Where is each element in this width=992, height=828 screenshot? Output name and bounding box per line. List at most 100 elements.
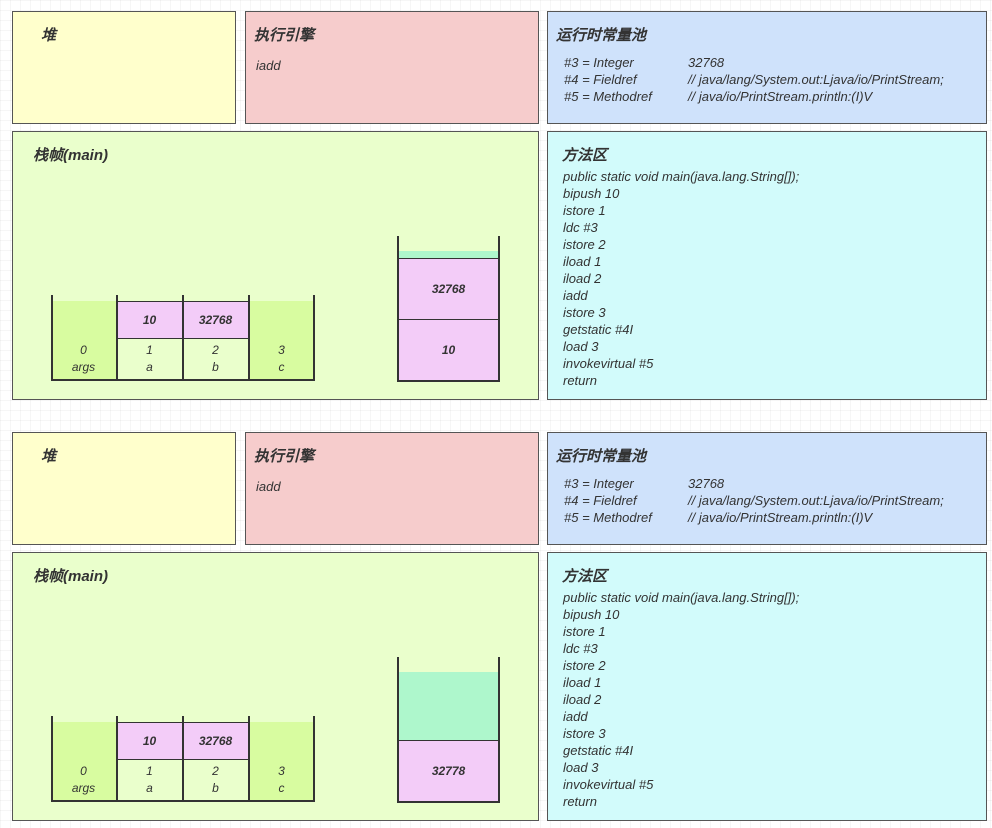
heap-title: 堆 — [41, 448, 57, 465]
slot-name: b — [212, 781, 219, 795]
slot-index: 3 — [278, 764, 285, 778]
frame-title: 栈帧(main) — [33, 568, 109, 585]
stack-wall — [498, 657, 500, 803]
operand-stack: 32768 10 — [397, 236, 500, 382]
execution-engine-panel: 执行引擎 iadd — [245, 11, 539, 124]
method-title: 方法区 — [562, 568, 608, 585]
bytecode-listing: public static void main(java.lang.String… — [563, 589, 799, 810]
slot-name: args — [71, 360, 96, 374]
slot-divider — [116, 716, 118, 802]
bytecode-line: ldc #3 — [563, 641, 598, 656]
pool-key: #3 = Integer — [564, 55, 634, 70]
pool-key: #4 = Fieldref — [564, 493, 637, 508]
slot-divider — [248, 716, 250, 802]
slot-index: 1 — [146, 764, 153, 778]
method-area-panel: 方法区 public static void main(java.lang.St… — [547, 131, 987, 400]
slot-name: a — [146, 781, 153, 795]
pool-key: #5 = Methodref — [564, 89, 652, 104]
bytecode-line: istore 2 — [563, 237, 606, 252]
bytecode-line: istore 1 — [563, 624, 606, 639]
bytecode-line: istore 2 — [563, 658, 606, 673]
slot-name: a — [146, 360, 153, 374]
bytecode-line: iload 2 — [563, 692, 602, 707]
stack-wall — [498, 236, 500, 382]
bytecode-line: invokevirtual #5 — [563, 777, 654, 792]
stack-base — [397, 801, 500, 803]
pool-value: // java/lang/System.out:Ljava/io/PrintSt… — [688, 493, 944, 508]
slot-index: 0 — [80, 764, 87, 778]
stack-cell: 32778 — [399, 740, 498, 801]
stack-base — [397, 380, 500, 382]
bytecode-line: bipush 10 — [563, 607, 620, 622]
pool-value: // java/io/PrintStream.println:(I)V — [688, 89, 873, 104]
heap-panel: 堆 — [12, 432, 236, 545]
local-slot-1: 10 1 a — [117, 295, 182, 381]
constant-pool-panel: 运行时常量池 #3 = Integer 32768 #4 = Fieldref //… — [547, 11, 987, 124]
engine-instruction: iadd — [256, 58, 281, 73]
bytecode-line: public static void main(java.lang.String… — [563, 590, 800, 605]
bytecode-listing: public static void main(java.lang.String… — [563, 168, 799, 389]
slot-divider — [51, 716, 53, 802]
local-variable-table: 0 args 10 1 a 32768 2 b 3 c — [51, 295, 315, 383]
stack-cell: 10 — [399, 319, 498, 380]
table-base — [51, 379, 315, 381]
bytecode-line: load 3 — [563, 760, 599, 775]
pool-row: #5 = Methodref // java/io/PrintStream.pri… — [564, 510, 872, 525]
bytecode-line: invokevirtual #5 — [563, 356, 654, 371]
stack-wall — [397, 657, 399, 803]
engine-title: 执行引擎 — [254, 27, 315, 44]
local-slot-2: 32768 2 b — [183, 716, 248, 802]
stack-free-space — [399, 251, 498, 259]
pool-title: 运行时常量池 — [556, 27, 647, 44]
slot-index: 0 — [80, 343, 87, 357]
bytecode-line: load 3 — [563, 339, 599, 354]
frame-title: 栈帧(main) — [33, 147, 109, 164]
local-slot-0: 0 args — [51, 716, 116, 802]
heap-panel: 堆 — [12, 11, 236, 124]
pool-value: 32768 — [688, 476, 725, 491]
stack-wall — [397, 236, 399, 382]
bytecode-line: istore 1 — [563, 203, 606, 218]
slot-divider — [182, 295, 184, 381]
heap-title: 堆 — [41, 27, 57, 44]
engine-instruction: iadd — [256, 479, 281, 494]
pool-value: // java/io/PrintStream.println:(I)V — [688, 510, 873, 525]
slot-divider — [313, 716, 315, 802]
slot-divider — [116, 295, 118, 381]
bytecode-line: istore 3 — [563, 305, 606, 320]
slot-divider — [182, 716, 184, 802]
stack-free-space — [399, 672, 498, 740]
slot-index: 2 — [212, 343, 219, 357]
local-slot-0: 0 args — [51, 295, 116, 381]
slot-index: 1 — [146, 343, 153, 357]
stack-frame-panel: 栈帧(main) 0 args 10 1 a 32768 2 b 3 c — [12, 552, 539, 821]
pool-key: #4 = Fieldref — [564, 72, 637, 87]
pool-value: // java/lang/System.out:Ljava/io/PrintSt… — [688, 72, 944, 87]
stack-frame-panel: 栈帧(main) 0 args 10 1 a 32768 2 b 3 c — [12, 131, 539, 400]
engine-title: 执行引擎 — [254, 448, 315, 465]
slot-name: b — [212, 360, 219, 374]
local-variable-table: 0 args 10 1 a 32768 2 b 3 c — [51, 716, 315, 804]
slot-index: 3 — [278, 343, 285, 357]
bytecode-line: public static void main(java.lang.String… — [563, 169, 800, 184]
bytecode-line: getstatic #4I — [563, 322, 634, 337]
local-slot-3: 3 c — [249, 716, 314, 802]
operand-stack: 32778 — [397, 657, 500, 803]
pool-value: 32768 — [688, 55, 725, 70]
bytecode-line: return — [563, 794, 597, 809]
method-area-panel: 方法区 public static void main(java.lang.St… — [547, 552, 987, 821]
pool-key: #5 = Methodref — [564, 510, 652, 525]
pool-row: #3 = Integer 32768 — [564, 55, 724, 70]
local-slot-3: 3 c — [249, 295, 314, 381]
method-title: 方法区 — [562, 147, 608, 164]
pool-row: #5 = Methodref // java/io/PrintStream.pri… — [564, 89, 872, 104]
stack-cell: 32768 — [399, 258, 498, 319]
bytecode-line: return — [563, 373, 597, 388]
slot-name: c — [278, 781, 285, 795]
bytecode-line: istore 3 — [563, 726, 606, 741]
slot-value: 32768 — [183, 722, 248, 760]
slot-divider — [313, 295, 315, 381]
local-slot-2: 32768 2 b — [183, 295, 248, 381]
pool-row: #4 = Fieldref // java/lang/System.out:Lja… — [564, 493, 944, 508]
